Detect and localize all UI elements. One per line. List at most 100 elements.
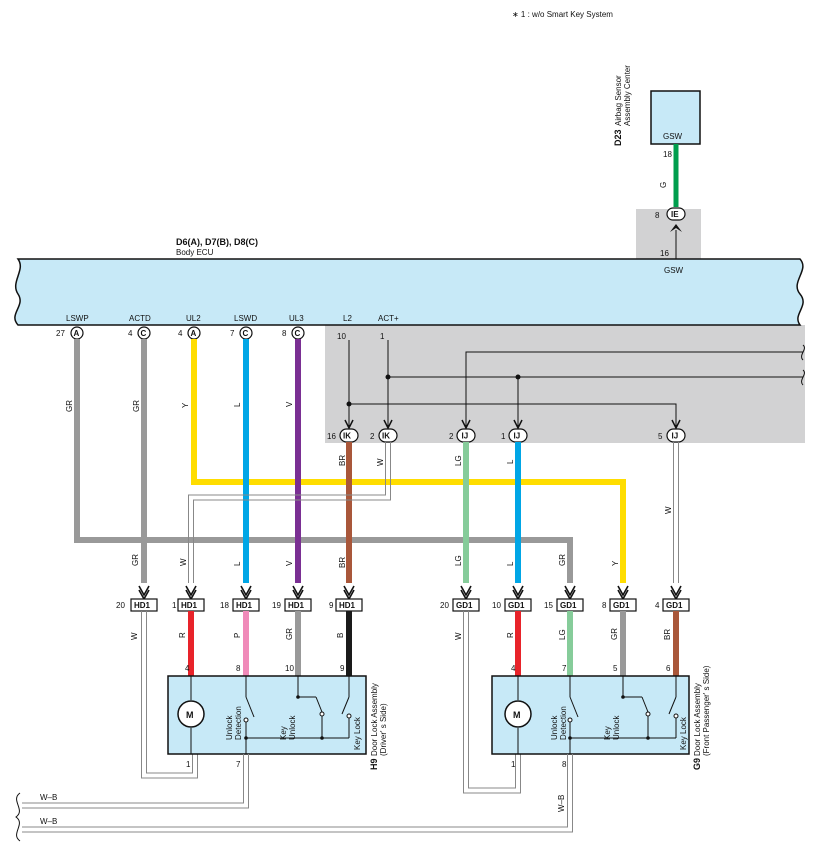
- arrow-icon: [513, 419, 523, 430]
- svg-text:1: 1: [172, 601, 177, 610]
- driver-unlock-label: Unlock: [225, 715, 234, 740]
- svg-text:A: A: [191, 329, 197, 338]
- arrow-icon: [383, 419, 393, 430]
- pass-unlock-label: Unlock: [550, 715, 559, 740]
- svg-text:5: 5: [658, 432, 663, 441]
- passenger-circuit: [517, 676, 677, 754]
- connector-gd1-10: 10 GD1: [492, 598, 532, 612]
- junction-dot: [568, 736, 572, 740]
- ecu-pin-label-ul2: UL2: [186, 314, 201, 323]
- wire-break-mark: [801, 344, 805, 361]
- wire-break-mark: [801, 369, 805, 386]
- pass-key-unlock-label: Unlock: [612, 715, 621, 740]
- airbag-name-1: Airbag Sensor: [614, 75, 623, 126]
- junction-dot: [621, 695, 625, 699]
- pass-pin-bottom: 1: [511, 760, 516, 769]
- svg-text:GD1: GD1: [613, 601, 630, 610]
- wire-label: GR: [285, 628, 294, 640]
- svg-text:27: 27: [56, 329, 65, 338]
- pass-key-label: Key: [603, 726, 612, 740]
- pass-motor-label: M: [513, 710, 521, 720]
- driver-door-code: H9: [369, 758, 379, 770]
- svg-text:8: 8: [282, 329, 287, 338]
- svg-text:4: 4: [128, 329, 133, 338]
- pass-door-code: G9: [692, 758, 702, 770]
- ie-arrow-icon: [670, 224, 682, 232]
- svg-text:IK: IK: [343, 432, 351, 441]
- ecu-code: D6(A), D7(B), D8(C): [176, 237, 258, 247]
- driver-door-name-2: (Driver' s Side): [379, 703, 388, 756]
- svg-text:10: 10: [492, 601, 501, 610]
- ecu-pin-label-actd: ACTD: [129, 314, 151, 323]
- svg-text:HD1: HD1: [236, 601, 253, 610]
- svg-text:1: 1: [501, 432, 506, 441]
- wire-label: GR: [131, 554, 140, 566]
- arrow-icon: [671, 419, 681, 430]
- pass-keylock-label: Key Lock: [679, 716, 688, 750]
- pass-door-name-1: Door Lock Assembly: [693, 683, 702, 756]
- body-ecu-box: [14, 258, 804, 326]
- driver-pin-bottom: 1: [186, 760, 191, 769]
- driver-key-label: Key: [279, 726, 288, 740]
- connector-gd1-4: 4 GD1: [655, 598, 690, 612]
- ecu-pin-actd: 4 C: [128, 326, 151, 340]
- switch-contact: [673, 713, 679, 719]
- svg-text:HD1: HD1: [181, 601, 198, 610]
- svg-text:GD1: GD1: [508, 601, 525, 610]
- ecu-gsw-label: GSW: [664, 266, 684, 275]
- ecu-pin-ul2: 4 A: [178, 326, 201, 340]
- switch-contact: [243, 717, 249, 723]
- connector-gd1-20: 20 GD1: [440, 598, 480, 612]
- svg-text:15: 15: [544, 601, 553, 610]
- wire-l2-branch-ij5: [349, 403, 677, 427]
- wire-label: B: [336, 633, 345, 638]
- wire-hd20-w-inner: [146, 611, 193, 774]
- wire-label: V: [285, 560, 294, 566]
- wire-label: GR: [558, 554, 567, 566]
- svg-text:IJ: IJ: [672, 432, 679, 441]
- wire-gd20-w-inner: [468, 611, 516, 789]
- pass-pin-top: 6: [666, 664, 671, 673]
- airbag-name-2: Assembly Center: [623, 65, 632, 126]
- junction-dot: [244, 736, 248, 740]
- wire-ul2-y: [191, 339, 626, 583]
- junction-dot: [346, 401, 352, 407]
- svg-text:HD1: HD1: [288, 601, 305, 610]
- ie-connector-id: IE: [671, 210, 679, 219]
- svg-text:19: 19: [272, 601, 281, 610]
- system-note: ∗ 1 : w/o Smart Key System: [512, 10, 613, 19]
- wire-label: GR: [65, 400, 74, 412]
- ecu-pin-label-actplus: ACT+: [378, 314, 399, 323]
- passenger-motor-icon: [504, 700, 532, 728]
- wire-label: BR: [338, 557, 347, 568]
- wire-label: W: [179, 558, 188, 566]
- wire-ij2-bus: [465, 351, 803, 427]
- junction-dot: [515, 374, 521, 380]
- wire-label: L: [506, 459, 515, 464]
- svg-text:IJ: IJ: [462, 432, 469, 441]
- wire-hd20-w-outer: [141, 611, 198, 779]
- wire-label: LG: [454, 555, 463, 566]
- connector-ij-5: 5 IJ: [658, 428, 686, 443]
- junction-dot: [296, 695, 300, 699]
- svg-text:20: 20: [440, 601, 449, 610]
- arrow-icon: [344, 419, 354, 430]
- ecu-pin-l2-number: 10: [337, 332, 346, 341]
- airbag-terminal-label: GSW: [663, 132, 683, 141]
- pass-pin-top: 5: [613, 664, 618, 673]
- wire-label: W: [664, 506, 673, 514]
- airbag-sensor-box: [650, 90, 701, 145]
- airbag-wire-color: G: [659, 182, 668, 188]
- ecu-pin-lswd: 7 C: [230, 326, 253, 340]
- svg-text:9: 9: [329, 601, 334, 610]
- pass-detection-label: Detection: [559, 706, 568, 740]
- svg-text:16: 16: [327, 432, 336, 441]
- ie-pin-bottom: 16: [660, 249, 669, 258]
- driver-motor-icon: [177, 700, 205, 728]
- driver-pin-top: 8: [236, 664, 241, 673]
- junction-dot: [385, 374, 391, 380]
- connector-gd1-8: 8 GD1: [602, 598, 637, 612]
- ecu-pin-label-lswd: LSWD: [234, 314, 257, 323]
- airbag-code: D23: [613, 129, 623, 146]
- driver-key-unlock-label: Unlock: [288, 715, 297, 740]
